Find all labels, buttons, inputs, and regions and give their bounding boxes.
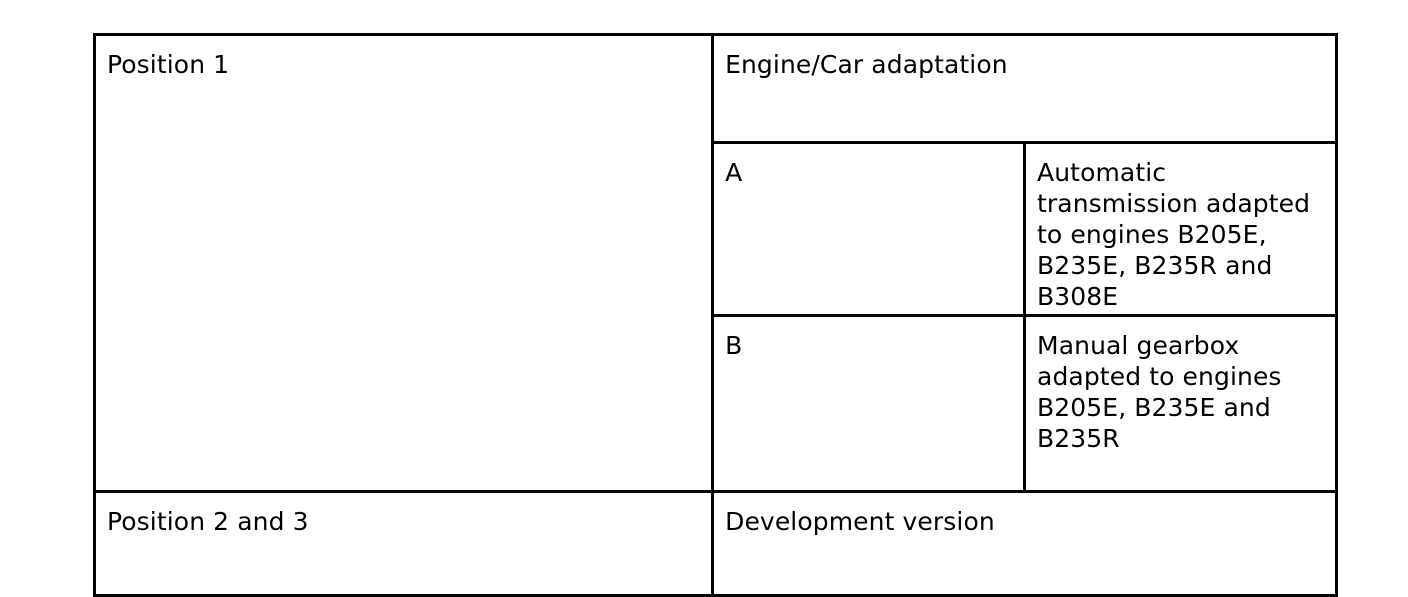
cell-engine-car-adaptation: Engine/Car adaptation <box>711 33 1338 144</box>
cell-position-1: Position 1 <box>92 33 715 493</box>
cell-development-version: Development version <box>711 490 1338 597</box>
development-version-label: Development version <box>725 507 995 536</box>
cell-variant-a-description: Automatic transmission adapted to engine… <box>1023 141 1338 317</box>
table-row: Position 1 Engine/Car adaptation <box>92 33 1338 493</box>
cell-variant-b-label: B <box>711 314 1027 493</box>
position-2-and-3-label: Position 2 and 3 <box>107 507 309 536</box>
engine-car-adaptation-label: Engine/Car adaptation <box>725 50 1008 79</box>
table-row: B Manual gearbox adapted to engines B205… <box>95 314 1338 493</box>
cell-variant-a-label: A <box>711 141 1027 317</box>
position-1-label: Position 1 <box>107 50 230 79</box>
page-root: Position 1 Engine/Car adaptation A Autom… <box>92 33 1338 597</box>
table-row: Position 2 and 3 Development version <box>92 490 1338 597</box>
variant-b-label: B <box>725 331 743 360</box>
table-row: A Automatic transmission adapted to engi… <box>95 141 1338 317</box>
engine-adaptation-table: Position 1 Engine/Car adaptation A Autom… <box>92 33 1338 597</box>
table-body: Position 1 Engine/Car adaptation A Autom… <box>92 33 1338 597</box>
variant-a-description: Automatic transmission adapted to engine… <box>1037 158 1311 311</box>
cell-position-2-and-3: Position 2 and 3 <box>92 490 715 597</box>
cell-variant-b-description: Manual gearbox adapted to engines B205E,… <box>1023 314 1338 493</box>
variant-a-label: A <box>725 158 743 187</box>
variant-b-description: Manual gearbox adapted to engines B205E,… <box>1037 331 1282 453</box>
